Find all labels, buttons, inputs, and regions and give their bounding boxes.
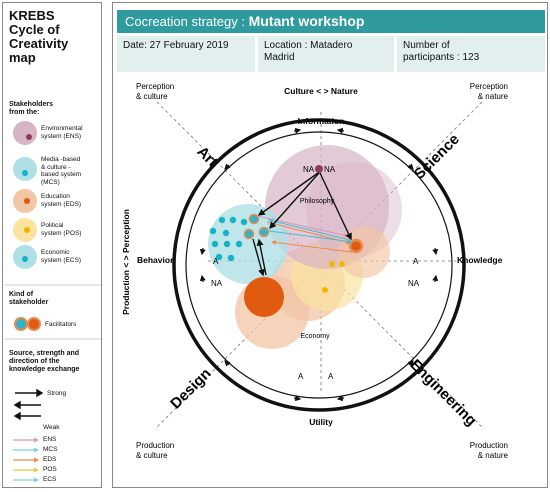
corner-tl-line2: & culture [136, 92, 168, 101]
strong-arrows-icon [13, 388, 44, 421]
legend-graphics [5, 121, 101, 483]
legend-pos-dot [24, 227, 30, 233]
cycle-rings [172, 118, 466, 412]
weak-ecs-arrowhead [34, 477, 39, 483]
na-tag-left: NA [211, 279, 223, 288]
eds-facilitator [348, 238, 364, 254]
legend-ens-label: Environmental system (ENS) [41, 125, 83, 140]
legend-ecs-dot [22, 256, 28, 262]
corner-tl-line1: Perception [136, 82, 174, 91]
weak-exchange-arrows [256, 215, 353, 253]
legend-mcs-circle [13, 157, 37, 181]
quadrant-art: Art [194, 143, 221, 170]
legend-title: KREBS Cycle of Creativity map [9, 8, 69, 65]
eds-blob-3 [338, 226, 390, 278]
weak-mcs-label: MCS [43, 446, 58, 453]
legend-ecs-label: Economic system (ECS) [41, 249, 82, 264]
pole-utility: Utility [309, 417, 333, 427]
a-tag-left: A [213, 257, 219, 266]
a-tag-right: A [413, 257, 419, 266]
kind-heading: Kind of stakeholder [9, 291, 49, 306]
na-a-tags: NA NA A NA A NA A A [211, 165, 420, 381]
production-perception-axis-label: Production < > Perception [121, 209, 131, 315]
na-tag-top-right: NA [324, 165, 336, 174]
info-date: Date: 27 February 2019 [117, 36, 255, 72]
weak-eds-label: EDS [43, 456, 57, 463]
info-participants: Number of participants : 123 [397, 36, 545, 72]
eds-big-dot [244, 277, 284, 317]
map-frame [112, 2, 548, 488]
krebs-cycle-diagram: Philosophy Economy NA NA A NA A NA A A I… [121, 82, 509, 460]
legend-eds-dot [24, 198, 30, 204]
legend-panel: KREBS Cycle of Creativity map Stakeholde… [2, 2, 102, 488]
weak-label: Weak [43, 424, 60, 431]
mcs-dots [209, 216, 248, 262]
weak-arrows-icon [13, 437, 39, 483]
a-tag-bottom-left: A [298, 372, 304, 381]
economy-label: Economy [300, 333, 330, 340]
corner-br-line1: Production [470, 441, 508, 450]
culture-nature-axis-label: Culture < > Nature [284, 86, 358, 96]
weak-mcs-arrowhead [34, 447, 39, 453]
legend-pos-label: Political system (POS) [41, 222, 82, 237]
stakeholder-blobs [208, 145, 402, 349]
strong-label: Strong [47, 390, 67, 397]
strategy-header: Cocreation strategy : Mutant workshop [117, 10, 545, 33]
corner-br-line2: & nature [478, 451, 509, 460]
quadrant-engineering: Engineering [407, 356, 480, 429]
pole-behavior: Behavior [137, 255, 174, 265]
legend-ens-dot [26, 134, 32, 140]
mcs-facilitators [243, 213, 270, 240]
na-tag-right: NA [408, 279, 420, 288]
weak-ens-label: ENS [43, 436, 57, 443]
legend-eds-label: Education system (EDS) [41, 193, 82, 208]
quadrant-science: Science [411, 131, 463, 183]
corner-tr-line2: & nature [478, 92, 509, 101]
weak-eds-arrowhead [34, 457, 39, 463]
weak-pos-arrowhead [34, 467, 39, 473]
exchange-heading: Source, strength and direction of the kn… [9, 350, 80, 373]
pole-knowledge: Knowledge [457, 255, 503, 265]
pole-labels: Information Behavior Knowledge Utility [137, 116, 503, 427]
strong-exchange-arrows [252, 172, 352, 277]
outer-ring [172, 118, 466, 412]
corner-tr-line1: Perception [470, 82, 508, 91]
facilitators-label: Facilitators [45, 321, 77, 328]
facilitator-eds-icon [27, 317, 41, 331]
ring-arrows [199, 127, 439, 402]
weak-pos-label: POS [43, 466, 57, 473]
legend-ens-circle [13, 121, 37, 145]
quadrant-design: Design [167, 365, 214, 412]
a-tag-bottom-right: A [328, 372, 334, 381]
corner-labels: Perception & culture Perception & nature… [136, 82, 509, 460]
corner-bl-line2: & culture [136, 451, 168, 460]
legend-mcs-label: Media -based & culture - based system (M… [41, 156, 82, 186]
strategy-name: Mutant workshop [248, 13, 365, 29]
na-tag-top-left: NA [303, 165, 315, 174]
facilitator-mcs-icon [14, 317, 28, 331]
legend-mcs-dot [22, 170, 28, 176]
corner-bl-line1: Production [136, 441, 174, 450]
weak-ens-arrowhead [34, 437, 39, 443]
philosophy-label: Philosophy [300, 198, 335, 205]
ens-dot [315, 165, 323, 173]
info-location: Location : Matadero Madrid [258, 36, 394, 72]
strategy-prefix: Cocreation strategy : [125, 14, 245, 29]
pole-information: Information [298, 116, 345, 126]
pos-dots [322, 261, 345, 293]
mcs-blob [208, 204, 288, 284]
inner-ring [185, 131, 453, 399]
weak-ecs-label: ECS [43, 476, 57, 483]
stakeholders-heading: Stakeholders from the: [9, 101, 53, 116]
